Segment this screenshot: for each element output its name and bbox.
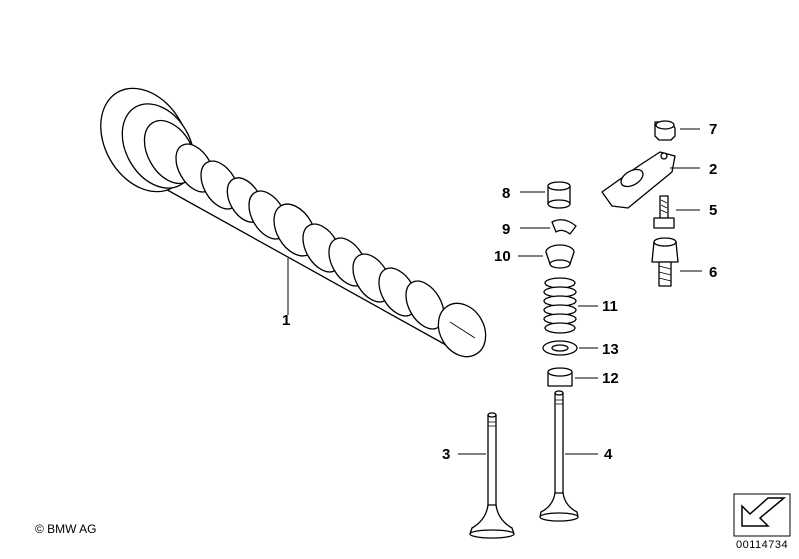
rocker-arm	[601, 151, 676, 209]
callout-12: 12	[575, 370, 619, 387]
callout-9: 9	[502, 221, 550, 238]
callout-1: 1	[282, 258, 290, 329]
callout-label-11: 11	[602, 298, 618, 315]
callout-2: 2	[670, 161, 717, 178]
callout-label-6: 6	[709, 264, 717, 281]
diagram-number: 00114734	[736, 539, 789, 551]
callout-label-5: 5	[709, 202, 717, 219]
callout-label-10: 10	[494, 248, 511, 265]
exhaust-valve	[539, 390, 579, 522]
callout-label-2: 2	[709, 161, 717, 178]
callout-8: 8	[502, 185, 545, 202]
callout-11: 11	[578, 298, 618, 315]
camshaft	[100, 87, 487, 358]
valve-stem-seal	[547, 181, 571, 209]
spring-retainer	[545, 244, 575, 269]
callout-6: 6	[680, 264, 717, 281]
callout-label-7: 7	[709, 121, 717, 138]
callout-13: 13	[579, 341, 619, 358]
copyright-text: © BMW AG	[35, 522, 97, 536]
valve-spring	[543, 277, 577, 334]
nav-arrow-icon[interactable]	[733, 493, 791, 537]
callout-label-8: 8	[502, 185, 510, 202]
callout-4: 4	[565, 446, 613, 463]
callout-3: 3	[442, 446, 486, 463]
callout-10: 10	[494, 248, 543, 265]
callout-label-13: 13	[602, 341, 619, 358]
valve-cotter	[551, 219, 577, 235]
valve-guide-seal	[547, 367, 573, 387]
callout-7: 7	[680, 121, 717, 138]
nut	[654, 120, 676, 141]
callout-label-9: 9	[502, 221, 510, 238]
callout-label-1: 1	[282, 312, 290, 329]
bolt	[651, 237, 679, 287]
callout-label-3: 3	[442, 446, 450, 463]
callout-5: 5	[676, 202, 717, 219]
adjusting-screw	[653, 195, 675, 229]
callout-label-12: 12	[602, 370, 619, 387]
callout-label-4: 4	[604, 446, 613, 463]
intake-valve	[469, 412, 515, 539]
spring-seat-washer	[542, 340, 578, 356]
